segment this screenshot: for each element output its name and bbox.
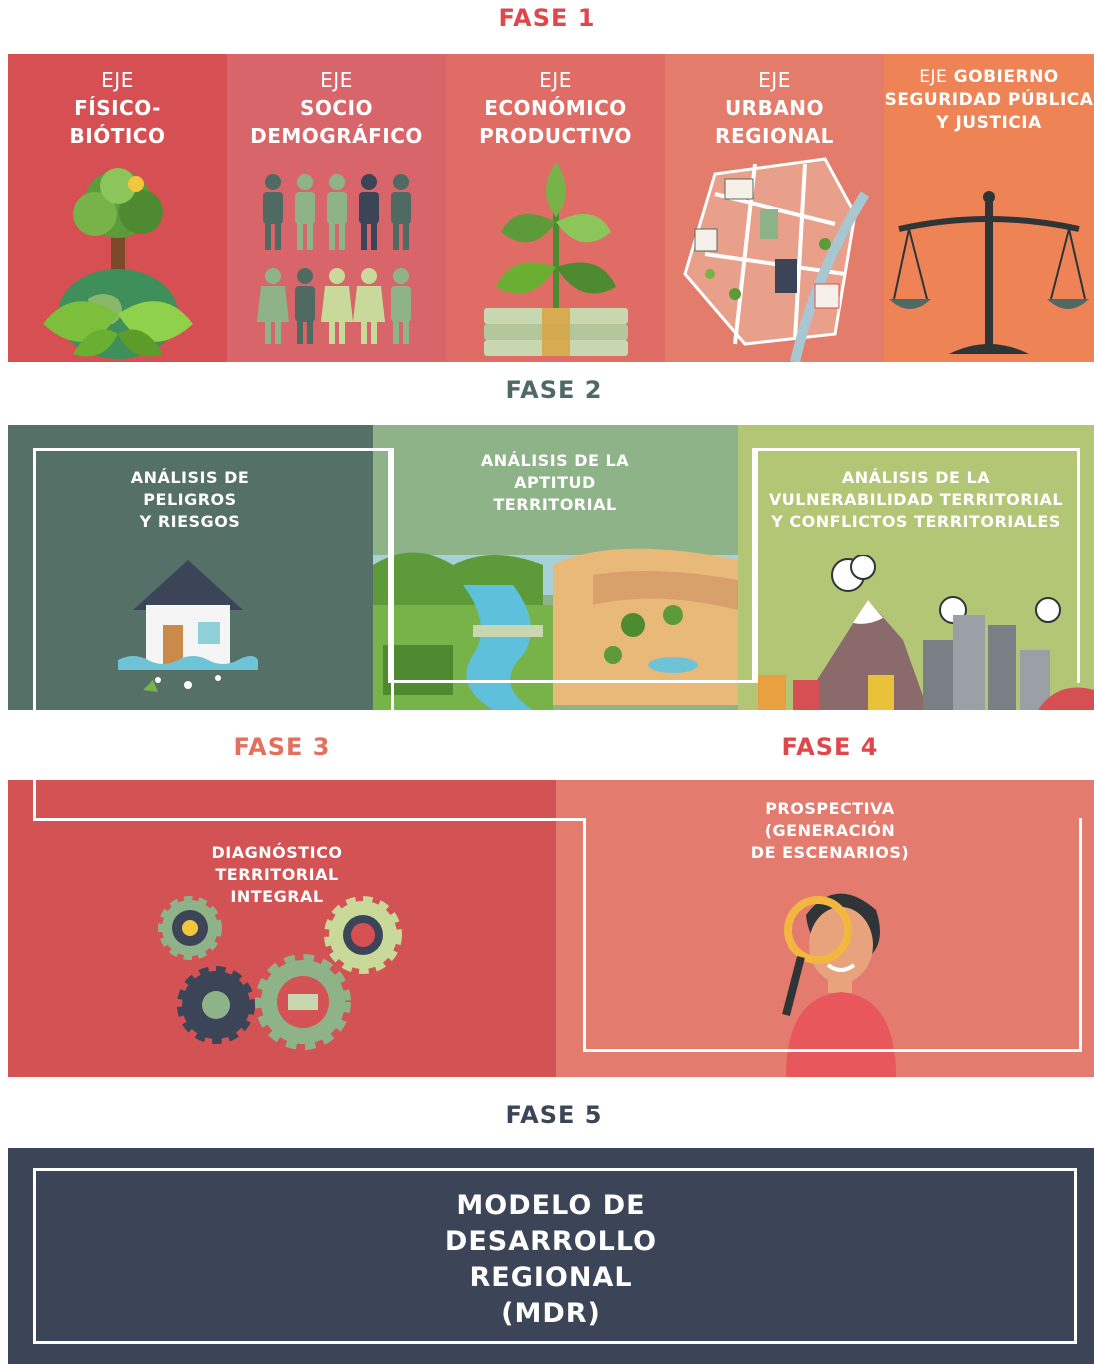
eje-prefix: EJE bbox=[919, 67, 948, 87]
eje-name: SEGURIDAD PÚBLICA Y JUSTICIA bbox=[884, 90, 1094, 133]
eje-prefix: EJE bbox=[758, 68, 791, 92]
fase2-title: FASE 2 bbox=[505, 376, 603, 404]
gears-icon bbox=[158, 896, 402, 1050]
eje-prefix: EJE bbox=[539, 68, 572, 92]
flooded-house-icon bbox=[118, 560, 258, 692]
volcano-city-icon bbox=[758, 555, 1094, 710]
fase3-title: FASE 3 bbox=[233, 733, 331, 761]
fase4-title: FASE 4 bbox=[781, 733, 879, 761]
fase2-panel-aptitud bbox=[373, 425, 738, 710]
fase4-label: PROSPECTIVA (GENERACIÓN DE ESCENARIOS) bbox=[750, 799, 910, 862]
scales-icon bbox=[889, 191, 1089, 354]
eje-socio-demografico: EJE SOCIO DEMOGRÁFICO bbox=[227, 54, 446, 362]
fase1-title: FASE 1 bbox=[498, 4, 596, 32]
plant-money-icon bbox=[484, 162, 628, 356]
fase2-label-peligros: ANÁLISIS DE PELIGROS Y RIESGOS bbox=[130, 468, 250, 531]
eje-prefix: EJE bbox=[101, 68, 134, 92]
eje-name: FÍSICO- BIÓTICO bbox=[69, 96, 166, 148]
fase2-panel-peligros bbox=[8, 425, 373, 710]
people-icon bbox=[257, 174, 411, 344]
city-map-icon bbox=[683, 157, 870, 362]
fase2-label-vulnerabilidad: ANÁLISIS DE LA VULNERABILIDAD TERRITORIA… bbox=[768, 468, 1064, 531]
eje-name: URBANO REGIONAL bbox=[715, 96, 834, 148]
magnifier-person-icon bbox=[782, 893, 896, 1077]
fase5-label: MODELO DE DESARROLLO REGIONAL (MDR) bbox=[444, 1190, 658, 1329]
fase2-label-aptitud: ANÁLISIS DE LA APTITUD TERRITORIAL bbox=[480, 451, 630, 514]
fase2-panel-vulnerabilidad bbox=[738, 425, 1094, 710]
eje-urbano-regional: EJE URBANO REGIONAL bbox=[665, 54, 884, 362]
eje-economico-productivo: EJE ECONÓMICO PRODUCTIVO bbox=[446, 54, 665, 362]
eje-prefix: EJE bbox=[320, 68, 353, 92]
fase5-panel: MODELO DE DESARROLLO REGIONAL (MDR) bbox=[8, 1148, 1094, 1364]
fase3-label: DIAGNÓSTICO TERRITORIAL INTEGRAL bbox=[211, 843, 343, 906]
eje-name-inline: GOBIERNO bbox=[953, 67, 1059, 87]
eje-fisico-biotico: EJE FÍSICO- BIÓTICO bbox=[8, 54, 227, 362]
fase5-title: FASE 5 bbox=[505, 1101, 603, 1129]
landscape-icon bbox=[373, 548, 738, 710]
fase4-panel bbox=[556, 780, 1094, 1077]
eje-name: SOCIO DEMOGRÁFICO bbox=[250, 96, 423, 148]
eje-gobierno: EJE GOBIERNO SEGURIDAD PÚBLICA Y JUSTICI… bbox=[884, 54, 1094, 362]
fase3-panel bbox=[8, 780, 556, 1077]
eje-name: ECONÓMICO PRODUCTIVO bbox=[479, 96, 632, 148]
tree-earth-icon bbox=[43, 168, 193, 359]
